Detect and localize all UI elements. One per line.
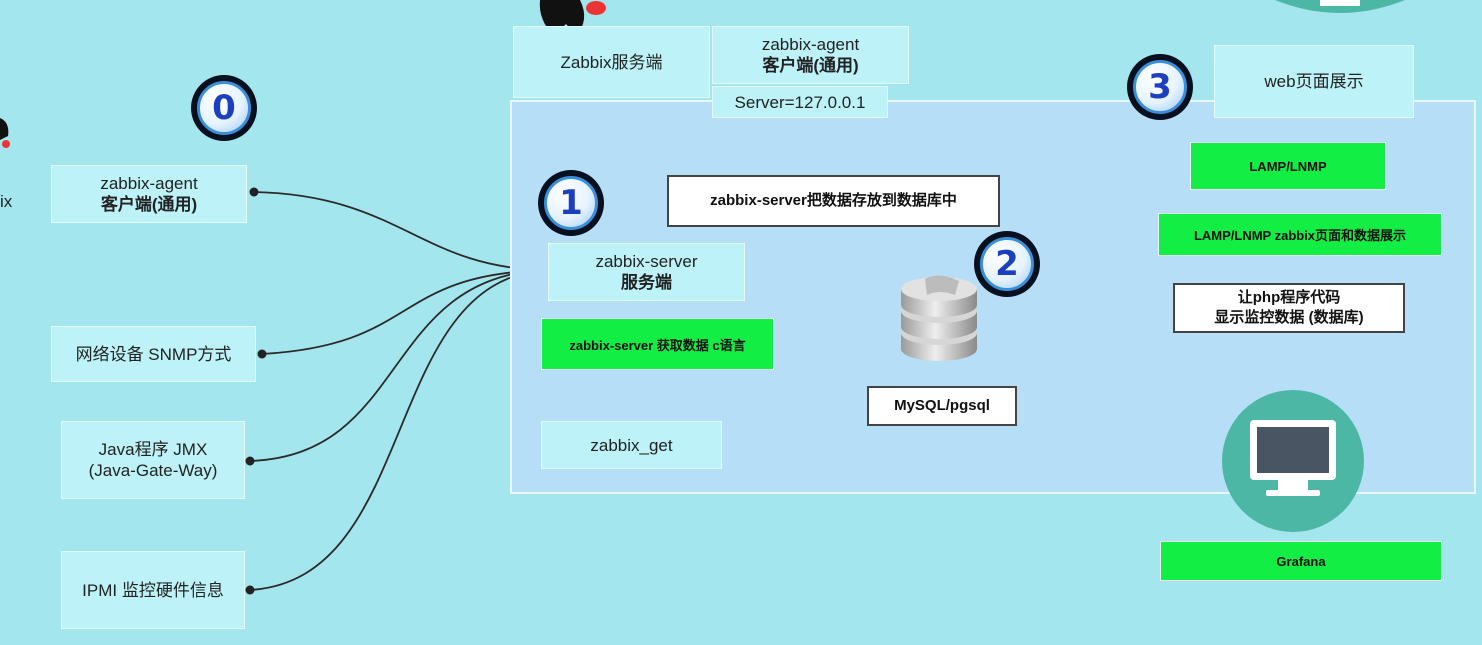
source-java-line1: Java程序 JMX: [98, 440, 208, 459]
zabbix-server-line1: zabbix-server: [595, 252, 698, 271]
zabbix-server-title: Zabbix服务端: [560, 52, 663, 72]
zabbix-agent-top-box: zabbix-agent 客户端(通用): [712, 26, 909, 84]
source-agent-line2: 客户端(通用): [100, 195, 198, 214]
web-page-label: web页面展示: [1264, 72, 1364, 91]
server-ip: Server=127.0.0.1: [734, 92, 866, 112]
source-snmp: 网络设备 SNMP方式: [51, 326, 256, 382]
database-icon: [895, 265, 985, 365]
line-java-to-server: [249, 269, 546, 462]
line-agent-to-server: [253, 191, 547, 276]
source-java-jmx: Java程序 JMX (Java-Gate-Way): [61, 421, 245, 499]
partial-logo-left: [0, 110, 14, 150]
source-ipmi-label: IPMI 监控硬件信息: [82, 580, 224, 600]
source-agent-line1: zabbix-agent: [100, 174, 198, 193]
badge-2: 2: [974, 231, 1040, 297]
lamp-box: LAMP/LNMP: [1190, 142, 1386, 190]
badge-0: 0: [191, 75, 257, 141]
php-line2: 显示监控数据 (数据库): [1214, 309, 1364, 326]
php-line1: 让php程序代码: [1237, 289, 1341, 306]
dot-agent: [249, 187, 259, 197]
badge-0-label: 0: [197, 81, 251, 135]
zabbix-get-label: zabbix_get: [590, 435, 673, 455]
zabbix-server-title-box: Zabbix服务端: [513, 26, 710, 98]
partial-monitor-top: [1275, 0, 1405, 14]
dot-ipmi: [245, 585, 255, 595]
badge-1-label: 1: [544, 176, 598, 230]
source-java-line2: (Java-Gate-Way): [88, 461, 218, 480]
badge-2-label: 2: [980, 237, 1034, 291]
php-note-box: 让php程序代码 显示监控数据 (数据库): [1173, 283, 1405, 333]
lamp-display-label: LAMP/LNMP zabbix页面和数据展示: [1193, 228, 1407, 243]
source-snmp-label: 网络设备 SNMP方式: [75, 344, 232, 364]
badge-1: 1: [538, 170, 604, 236]
server-fetch-note: zabbix-server 获取数据 c语言: [541, 318, 774, 370]
source-zabbix-agent: zabbix-agent 客户端(通用): [51, 165, 247, 223]
zabbix-server-box: zabbix-server 服务端: [548, 243, 745, 301]
zabbix-get-box: zabbix_get: [541, 421, 722, 469]
badge-3-label: 3: [1133, 60, 1187, 114]
web-page-box: web页面展示: [1214, 45, 1414, 118]
zabbix-server-line2: 服务端: [621, 273, 672, 292]
server-fetch-label: zabbix-server 获取数据 c语言: [569, 337, 746, 353]
line-ipmi-to-server: [249, 269, 546, 591]
monitor-icon: [1222, 390, 1364, 532]
grafana-label: Grafana: [1276, 553, 1326, 569]
partial-left-text: ix: [0, 192, 13, 211]
store-note-box: zabbix-server把数据存放到数据库中: [667, 175, 1000, 227]
store-note-label: zabbix-server把数据存放到数据库中: [710, 192, 957, 209]
lamp-label: LAMP/LNMP: [1249, 158, 1327, 174]
agent-top-line2: 客户端(通用): [762, 56, 859, 75]
badge-3: 3: [1127, 54, 1193, 120]
database-label: MySQL/pgsql: [894, 397, 990, 414]
agent-top-line1: zabbix-agent: [761, 35, 860, 54]
lamp-display-box: LAMP/LNMP zabbix页面和数据展示: [1158, 213, 1442, 256]
grafana-box: Grafana: [1160, 541, 1442, 581]
line-snmp-to-server: [261, 269, 546, 355]
database-label-box: MySQL/pgsql: [867, 386, 1017, 426]
dot-java: [245, 456, 255, 466]
source-ipmi: IPMI 监控硬件信息: [61, 551, 245, 629]
dot-snmp: [257, 349, 267, 359]
server-ip-box: Server=127.0.0.1: [712, 86, 888, 118]
